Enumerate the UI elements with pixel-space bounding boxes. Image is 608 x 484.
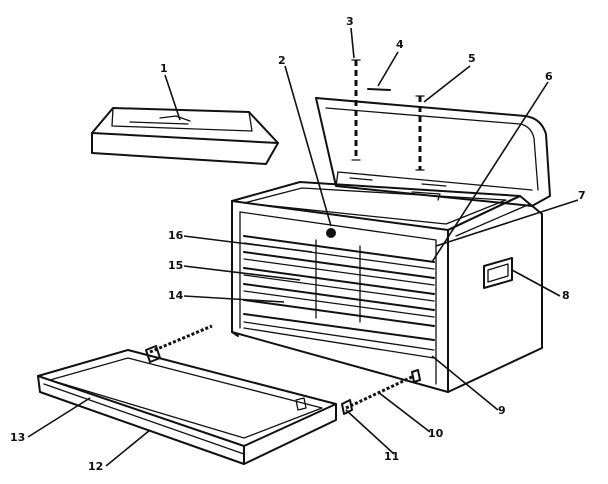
- callout-3: 3: [346, 15, 354, 28]
- callout-15: 15: [168, 259, 183, 272]
- callout-2: 2: [278, 54, 286, 67]
- callout-11: 11: [384, 450, 399, 463]
- hinge-right-drawing: [415, 95, 425, 171]
- tray-drawing: [91, 107, 279, 165]
- slide-rail-drawing: [341, 369, 421, 415]
- callout-12: 12: [88, 460, 103, 473]
- leader-lines: [27, 27, 579, 467]
- chest-body-drawing: [231, 181, 543, 393]
- callout-1: 1: [160, 62, 168, 75]
- callout-6: 6: [545, 70, 553, 83]
- lid-drawing: [315, 88, 551, 207]
- callout-9: 9: [498, 404, 506, 417]
- callout-4: 4: [396, 38, 404, 51]
- callout-labels: 1 2 3 4 5 6 7 8 9 10 11 12 13 14 15 16: [10, 15, 586, 473]
- drawer-rows: [243, 235, 435, 359]
- large-drawer-drawing: [37, 324, 337, 465]
- hinge-left-drawing: [351, 59, 361, 161]
- callout-16: 16: [168, 229, 184, 242]
- callout-5: 5: [468, 52, 476, 65]
- callout-14: 14: [168, 289, 184, 302]
- callout-10: 10: [428, 427, 444, 440]
- callout-8: 8: [562, 289, 570, 302]
- callout-7: 7: [578, 189, 586, 202]
- callout-13: 13: [10, 431, 25, 444]
